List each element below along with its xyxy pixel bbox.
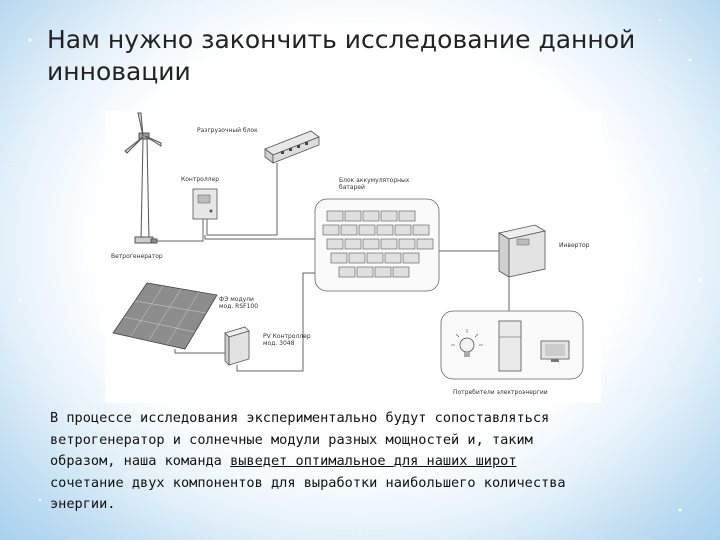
pv-controller-label-line1: PV Контроллер: [263, 333, 311, 340]
underlined-word-optimalnoe: оптимальное: [295, 453, 386, 469]
slide-title-line2: инновации: [47, 57, 191, 86]
battery-label-line1: Блок аккумуляторных: [339, 177, 410, 184]
ballast-label: Разгрузочный блок: [197, 127, 258, 134]
underlined-word-nashikh: наших: [426, 453, 468, 469]
pv-controller-icon: [224, 326, 250, 366]
underlined-space-3: [418, 453, 426, 469]
slide-title-line1: Нам нужно закончить исследование данной: [47, 25, 636, 54]
energy-system-diagram: Ветрогенератор Разгрузочный блок Контрол…: [105, 111, 601, 403]
pv-module-label-line2: мод. RSF100: [219, 303, 258, 310]
controller-icon: [192, 188, 218, 220]
slide-title: Нам нужно закончить исследование данной …: [47, 24, 647, 88]
body-line3: образом, наша команда выведет оптимально…: [50, 451, 665, 473]
underlined-space-2: [386, 453, 394, 469]
body-line1: В процессе исследования экспериментально…: [50, 410, 550, 426]
wind-generator-label: Ветрогенератор: [111, 253, 163, 260]
wiring-lines: [157, 163, 510, 372]
consumers-label: Потребители электроэнергии: [453, 389, 548, 396]
consumers-icon: [440, 310, 584, 380]
body-line4: сочетание двух компонентов для выработки…: [50, 474, 566, 491]
diagram-drawing: Ветрогенератор Разгрузочный блок Контрол…: [111, 112, 590, 396]
inverter-icon: [497, 224, 547, 278]
pv-module-label-line1: ФЭ модули: [219, 296, 254, 303]
body-line2: ветрогенератор и солнечные модули разных…: [50, 431, 533, 448]
underlined-space-1: [287, 453, 295, 469]
body-line5: энергии.: [50, 496, 116, 512]
battery-bank-icon: [314, 198, 440, 292]
underlined-word-shirot: широт: [475, 453, 517, 469]
controller-label: Контроллер: [181, 176, 219, 183]
underlined-word-dlya: для: [393, 453, 419, 469]
underlined-word-vyvedet: выведет: [230, 453, 288, 469]
ballast-unit-icon: [264, 130, 320, 164]
body-paragraph: В процессе исследования экспериментально…: [50, 408, 665, 516]
inverter-label: Инвертор: [559, 242, 590, 249]
solar-panel-icon: [112, 282, 218, 350]
pv-controller-label-line2: мод. 3048: [263, 340, 295, 347]
underlined-space-4: [467, 453, 475, 469]
body-line3-prefix: образом, наша команда: [50, 453, 231, 469]
battery-label-line2: батарей: [339, 184, 365, 191]
wind-turbine-icon: [124, 112, 162, 244]
